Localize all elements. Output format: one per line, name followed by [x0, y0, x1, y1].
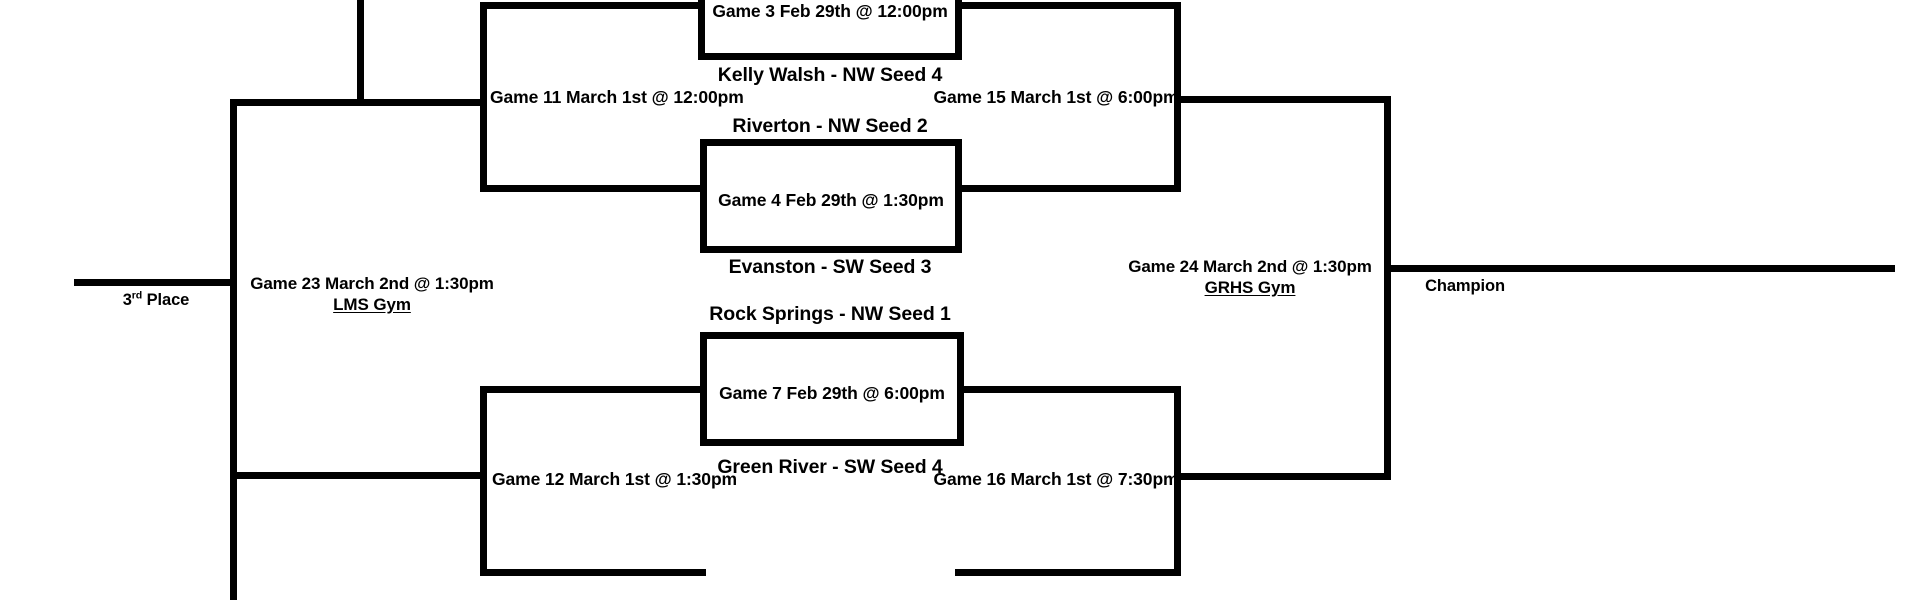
bracket-line-lower-left-horizontal [230, 472, 487, 479]
game-16-label: Game 16 March 1st @ 7:30pm [933, 469, 1179, 489]
bracket-line-left-spine [230, 99, 237, 600]
game-4-label: Game 4 Feb 29th @ 1:30pm [718, 190, 944, 210]
bracket-line-game12-top-horizontal [480, 386, 706, 393]
game-7-top-slot: Rock Springs - NW Seed 1 [709, 303, 951, 325]
bracket-line-game12-left-vertical [480, 386, 487, 576]
bracket-line-game16-right-vertical [1174, 386, 1181, 576]
third-place-ordinal-suffix: rd [131, 289, 143, 302]
game-box-game-3[interactable]: Game 3 Feb 29th @ 12:00pm [698, 0, 962, 60]
game-4-top-slot: Riverton - NW Seed 2 [732, 115, 928, 137]
bracket-line-game11-bottom-horizontal [480, 185, 706, 192]
game-3-winner-slot: Kelly Walsh - NW Seed 4 [717, 64, 943, 86]
game-7-label: Game 7 Feb 29th @ 6:00pm [719, 383, 945, 403]
bracket-line-game12-bottom-horizontal [480, 569, 706, 576]
game-3-label: Game 3 Feb 29th @ 12:00pm [712, 1, 948, 21]
bracket-line-game11-top-horizontal [480, 2, 706, 9]
bracket-line-right-spine [1384, 96, 1391, 480]
champion-label: Champion [1425, 277, 1505, 295]
bracket-line-third-place [74, 279, 237, 286]
game-7-winner-slot: Green River - SW Seed 4 [717, 456, 943, 478]
bracket-line-upper-left-horizontal [230, 99, 487, 106]
game-24-block: Game 24 March 2nd @ 1:30pm GRHS Gym [1128, 257, 1372, 298]
bracket-line-upper-left-vertical-stub [357, 0, 364, 103]
third-place-ordinal-number: 3 [122, 291, 132, 309]
game-box-game-7[interactable]: Game 7 Feb 29th @ 6:00pm [700, 332, 964, 446]
game-23-venue: LMS Gym [333, 294, 411, 314]
bracket-line-champion [1384, 265, 1895, 272]
game-4-winner-slot: Evanston - SW Seed 3 [728, 256, 932, 278]
bracket-line-right-lower-horizontal [1174, 473, 1391, 480]
bracket-line-game16-bottom-horizontal [955, 569, 1181, 576]
game-23-block: Game 23 March 2nd @ 1:30pm LMS Gym [250, 274, 494, 315]
game-12-label: Game 12 March 1st @ 1:30pm [492, 469, 737, 489]
game-23-schedule: Game 23 March 2nd @ 1:30pm [250, 274, 494, 293]
game-15-label: Game 15 March 1st @ 6:00pm [933, 87, 1179, 107]
bracket-line-game11-left-vertical [480, 2, 487, 192]
bracket-line-right-upper-horizontal [1174, 96, 1391, 103]
game-11-label: Game 11 March 1st @ 12:00pm [490, 87, 744, 107]
game-box-game-4[interactable]: Game 4 Feb 29th @ 1:30pm [700, 139, 962, 253]
third-place-word: Place [142, 291, 190, 309]
third-place-label: 3rd Place [78, 290, 234, 310]
bracket-line-game15-bottom-horizontal [955, 185, 1181, 192]
game-24-venue: GRHS Gym [1204, 277, 1296, 297]
bracket-line-game15-top-horizontal [955, 2, 1181, 9]
game-24-schedule: Game 24 March 2nd @ 1:30pm [1128, 257, 1372, 276]
bracket-line-game16-top-horizontal [955, 386, 1181, 393]
